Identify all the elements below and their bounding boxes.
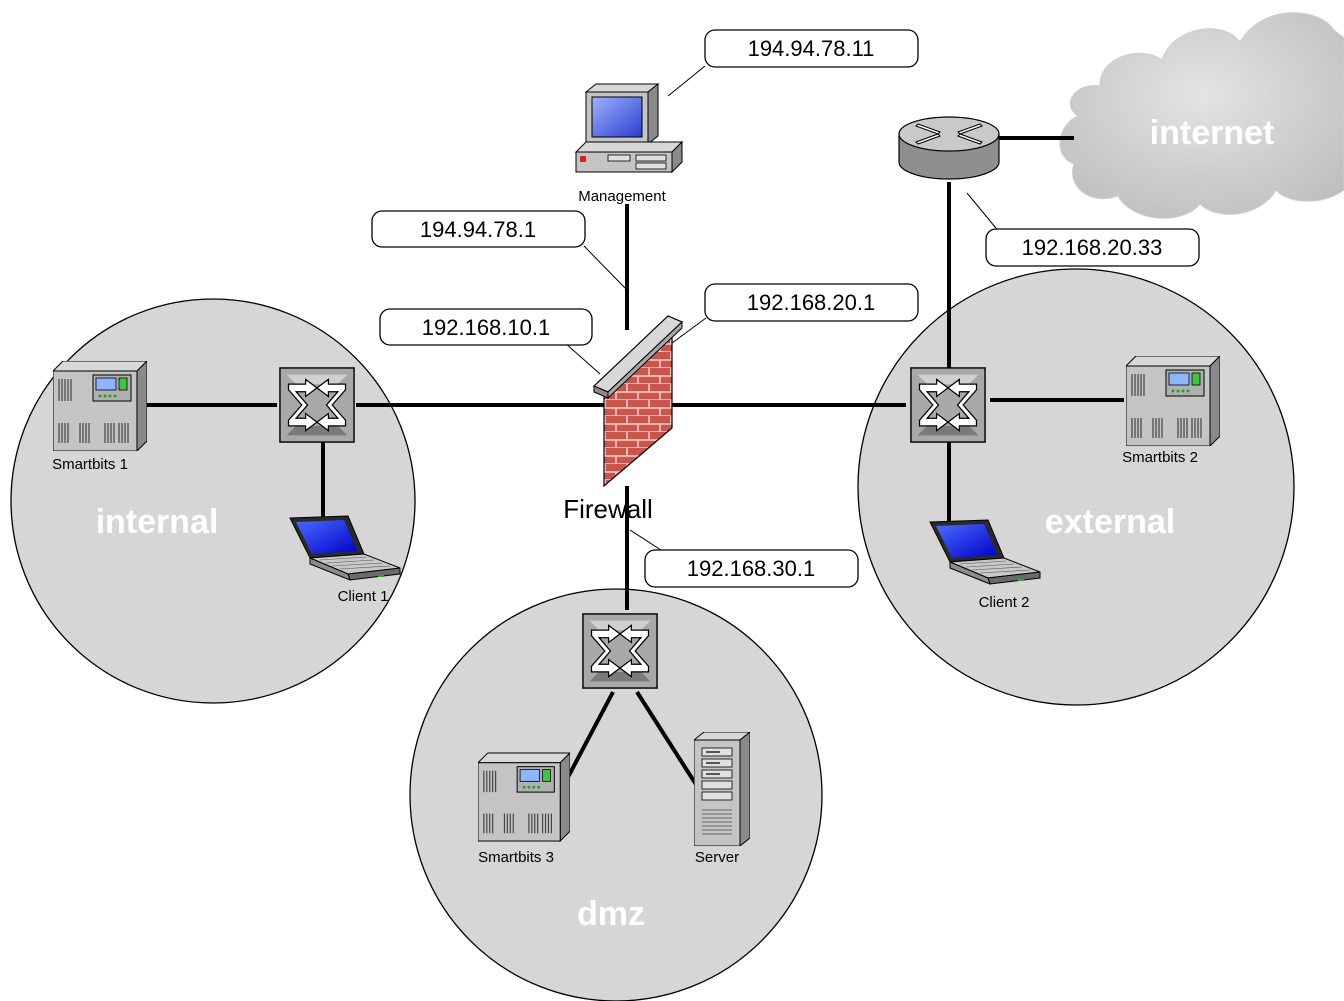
ip-label: 192.168.20.33 [1022,235,1163,260]
client-1-label: Client 1 [338,588,389,605]
smartbits-1-label: Smartbits 1 [52,456,128,473]
dmz-zone [409,588,823,1001]
ip-label: 192.168.20.1 [747,290,875,315]
router-icon [898,116,1000,180]
internet-label: internet [1150,114,1275,152]
ip-box-management-host: 194.94.78.11 [704,29,919,68]
internet-cloud: internet [1059,12,1344,219]
dmz-switch-icon [582,613,658,689]
management-label: Management [578,188,666,205]
internal-zone-label: internal [96,503,219,541]
external-zone-label: external [1045,503,1175,541]
smartbits-1-icon [53,361,147,451]
ip-label: 192.168.30.1 [687,556,815,581]
firewall-label: Firewall [563,494,653,524]
client-2-label: Client 2 [979,594,1030,611]
external-zone [857,268,1295,706]
smartbits-3-icon [478,752,570,842]
ip-box-firewall-external: 192.168.20.1 [704,283,919,322]
management-workstation-icon [575,83,683,173]
ip-box-firewall-internal: 192.168.10.1 [379,308,593,346]
smartbits-3-label: Smartbits 3 [478,849,554,866]
ip-label: 194.94.78.1 [420,217,536,242]
ip-box-router: 192.168.20.33 [985,228,1200,267]
ip-box-firewall-management: 194.94.78.1 [371,210,586,248]
ip-box-firewall-dmz: 192.168.30.1 [644,549,859,588]
dmz-zone-label: dmz [577,895,645,933]
internal-zone [10,298,416,704]
leader-lines [563,65,1001,553]
ip-label: 192.168.10.1 [422,315,550,340]
server-icon [694,732,750,846]
external-switch-icon [910,367,986,443]
ip-label: 194.94.78.11 [748,36,875,61]
server-label: Server [695,849,739,866]
smartbits-2-label: Smartbits 2 [1122,449,1198,466]
internal-switch-icon [279,367,355,443]
smartbits-2-icon [1126,356,1220,446]
firewall-icon [592,315,684,488]
